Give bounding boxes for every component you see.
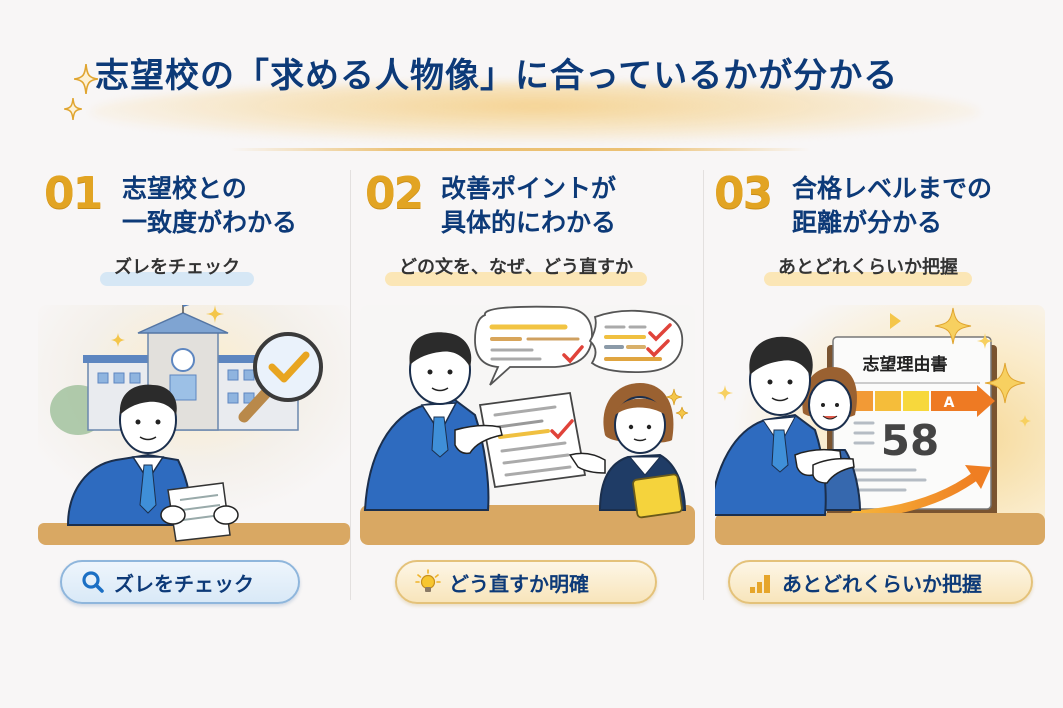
feature-heading-line2: 一致度がわかる	[122, 208, 298, 237]
header: 志望校の「求める人物像」に合っているかが分かる	[0, 40, 1063, 151]
feature-card-02: 02 改善ポイントが 具体的にわかる どの文を、なぜ、どう直すか	[355, 160, 695, 610]
column-divider	[350, 170, 351, 600]
sparkle-icon	[74, 64, 98, 94]
feature-subtitle: ズレをチェック	[100, 252, 254, 286]
feature-heading: 合格レベルまでの 距離が分かる	[792, 172, 992, 240]
header-underline	[230, 148, 810, 151]
feature-heading-line2: 具体的にわかる	[441, 208, 617, 237]
svg-text:A: A	[944, 395, 955, 411]
feature-heading: 改善ポイントが 具体的にわかる	[441, 172, 616, 240]
feature-number: 02	[365, 168, 424, 219]
illustration-advisor-discussion	[360, 305, 695, 545]
feature-subtitle: あとどれくらいか把握	[764, 252, 972, 286]
feature-subtitle: どの文を、なぜ、どう直すか	[385, 252, 647, 286]
feature-number: 01	[44, 168, 103, 219]
feature-number: 03	[714, 168, 773, 219]
gauge-distance-button-label: あとどれくらいか把握	[782, 571, 982, 596]
feature-card-01: 01 志望校との 一致度がわかる ズレをチェック	[30, 160, 350, 610]
lightbulb-icon	[415, 569, 441, 592]
feature-card-03: 03 合格レベルまでの 距離が分かる あとどれくらいか把握 志望理由書	[700, 160, 1050, 610]
sparkle-icon	[64, 98, 82, 120]
search-icon	[82, 571, 104, 593]
svg-text:志望理由書: 志望理由書	[863, 354, 948, 375]
gauge-distance-button[interactable]: あとどれくらいか把握	[728, 560, 1033, 604]
svg-text:58: 58	[881, 416, 939, 465]
feature-heading-line2: 距離が分かる	[792, 208, 943, 237]
check-gap-button[interactable]: ズレをチェック	[60, 560, 300, 604]
feature-heading-line1: 志望校との	[122, 174, 247, 203]
header-glow	[90, 82, 980, 142]
page-title: 志望校の「求める人物像」に合っているかが分かる	[95, 56, 899, 96]
illustration-score-board: 志望理由書 A 58	[715, 305, 1045, 545]
board-title: 志望理由書	[863, 354, 948, 375]
feature-heading-line1: 改善ポイントが	[441, 174, 617, 203]
feature-heading-line1: 合格レベルまでの	[792, 174, 993, 203]
illustration-student-school	[38, 305, 350, 545]
column-divider	[703, 170, 704, 600]
how-to-fix-button-label: どう直すか明確	[449, 571, 589, 596]
feature-heading: 志望校との 一致度がわかる	[122, 172, 297, 240]
how-to-fix-button[interactable]: どう直すか明確	[395, 560, 657, 604]
check-gap-button-label: ズレをチェック	[114, 571, 254, 596]
bar-chart-icon	[750, 575, 770, 593]
